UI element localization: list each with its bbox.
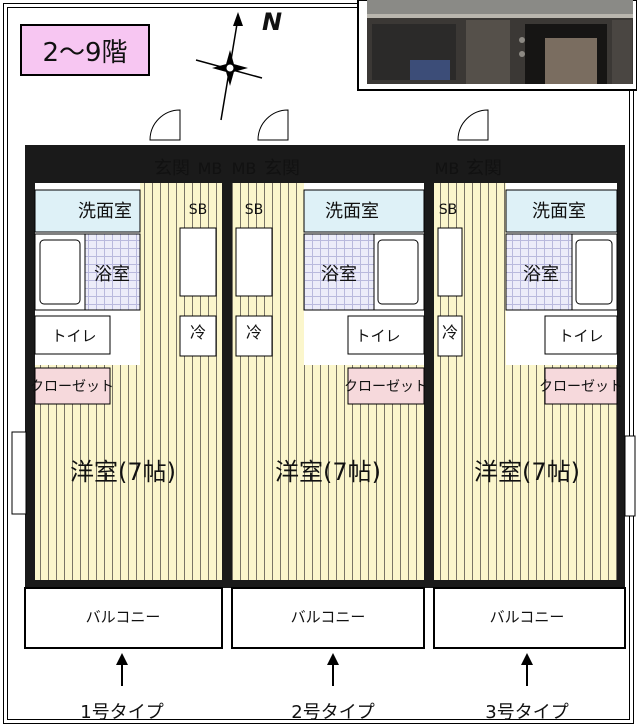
unit-2-balcony-label: バルコニー	[291, 608, 366, 626]
building-photo	[357, 0, 637, 91]
unit-1-balcony-label: バルコニー	[86, 608, 161, 626]
unit-2-room-label: 洋室(7帖)	[275, 458, 381, 486]
wall-right	[617, 145, 625, 585]
page-border-inner	[7, 7, 630, 720]
unit-2-closet	[347, 367, 425, 405]
unit-3-toilet-label: トイレ	[558, 327, 603, 345]
unit-3-balcony-label: バルコニー	[490, 608, 565, 626]
unit-3-wash	[505, 189, 618, 233]
unit-3-mb-label: MB	[435, 159, 460, 178]
unit-2-sb-label: SB	[245, 202, 264, 218]
unit-3-wash-label: 洗面室	[532, 201, 586, 222]
wall-divider-2	[424, 145, 434, 588]
unit-2-bath-label: 浴室	[321, 264, 357, 285]
unit-3-entrance-label: 玄関	[466, 158, 502, 179]
unit-1-mb-label: MB	[198, 159, 223, 178]
unit-3-sb-label: SB	[439, 202, 458, 218]
unit-3-bath-label: 浴室	[523, 264, 559, 285]
compass-north-label: N	[262, 8, 282, 36]
window-left	[11, 431, 27, 515]
unit-1-wash	[34, 189, 141, 233]
unit-1-wash-label: 洗面室	[78, 201, 132, 222]
unit-3-balcony	[433, 587, 626, 649]
unit-1-sb-label: SB	[189, 202, 208, 218]
unit-3: MB 玄関 洗面室 浴室 トイレ クローゼット SB 冷 洋室(7帖) バルコニ…	[433, 109, 626, 723]
unit-2-wash-label: 洗面室	[325, 201, 379, 222]
compass-icon	[195, 12, 263, 121]
unit-3-room-label: 洋室(7帖)	[474, 458, 580, 486]
floor-badge-text: 2～9階	[42, 38, 127, 68]
unit-3-closet	[544, 367, 618, 405]
unit-3-closet-label: クローゼット	[539, 379, 623, 395]
unit-1-type-label: 1号タイプ	[80, 702, 163, 723]
window-right	[624, 435, 636, 517]
unit-1-fridge-label: 冷	[190, 323, 206, 342]
unit-1-closet-label: クローゼット	[30, 379, 114, 395]
unit-1-closet	[34, 367, 111, 405]
unit-3-type-label: 3号タイプ	[485, 702, 568, 723]
unit-2-mb-label: MB	[232, 159, 257, 178]
wall-bottom	[25, 580, 625, 588]
wall-divider-1	[222, 145, 232, 588]
unit-3-toilet	[544, 315, 618, 355]
unit-1-room-label: 洋室(7帖)	[70, 458, 176, 486]
unit-1-bath-label: 浴室	[94, 264, 130, 285]
wall-top	[25, 145, 625, 183]
unit-3-fridge-label: 冷	[442, 323, 458, 342]
unit-2-toilet-label: トイレ	[355, 327, 400, 345]
unit-1-balcony	[24, 587, 223, 649]
floor-badge: 2～9階	[20, 24, 150, 76]
page-border	[3, 3, 634, 724]
unit-1-toilet	[34, 315, 111, 355]
wall-left	[25, 145, 35, 585]
unit-2-closet-label: クローゼット	[344, 379, 428, 395]
unit-2-fridge-label: 冷	[246, 323, 262, 342]
unit-1: 玄関 MB 洗面室 浴室 トイレ クローゼット SB 冷 洋室(7帖) バルコニ…	[24, 109, 223, 723]
unit-1-entrance-label: 玄関	[154, 158, 190, 179]
unit-2-wash	[303, 189, 425, 233]
unit-2-balcony	[231, 587, 425, 649]
unit-2-toilet	[347, 315, 425, 355]
unit-1-toilet-label: トイレ	[51, 327, 96, 345]
unit-2: MB 玄関 洗面室 浴室 トイレ クローゼット SB 冷 洋室(7帖) バルコニ…	[231, 109, 428, 723]
unit-2-entrance-label: 玄関	[264, 158, 300, 179]
unit-2-type-label: 2号タイプ	[291, 702, 374, 723]
